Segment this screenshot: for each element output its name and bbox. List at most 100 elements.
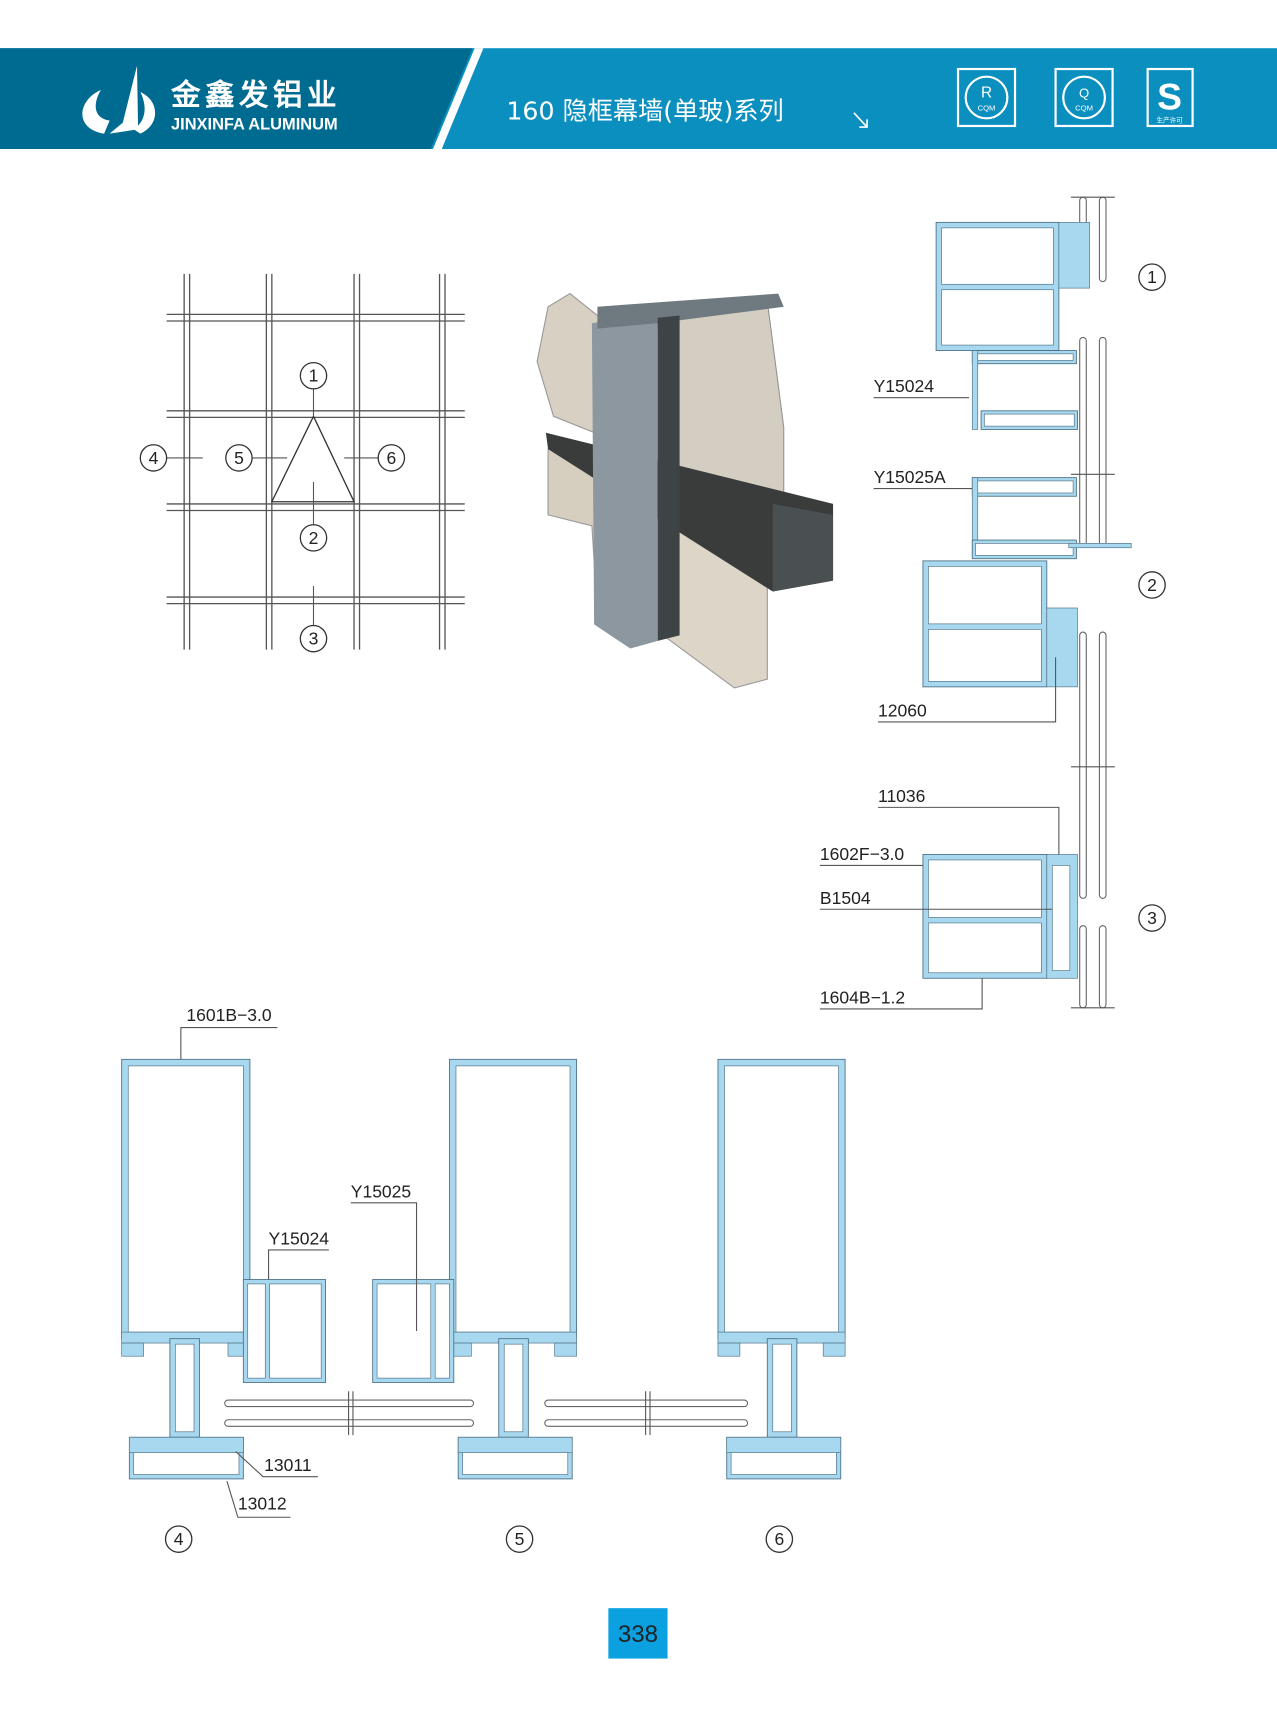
profile-y15025a <box>971 477 1077 497</box>
leader-line <box>819 978 983 1010</box>
badge-text: CQM <box>978 104 996 113</box>
page-number-badge: 338 <box>608 1608 668 1659</box>
badge-text: 生产许可 <box>1156 116 1183 125</box>
callout-marker: 5 <box>225 444 253 472</box>
marker-number: 4 <box>174 1529 184 1549</box>
marker-circle <box>299 524 328 552</box>
profile-code-label: B1504 <box>820 888 871 908</box>
marker-number: 3 <box>309 629 319 649</box>
leader-line <box>180 1027 278 1060</box>
profile-mullion-1601b <box>448 1058 578 1340</box>
mullion-profile <box>591 315 658 649</box>
profile-transom-1 <box>935 221 1060 351</box>
callout-marker: 4 <box>139 444 168 472</box>
badge-text: CQM <box>1075 104 1093 113</box>
mullion-stem <box>766 1338 798 1438</box>
profile-1602f <box>922 854 1048 979</box>
brand-logo-icon <box>82 65 156 134</box>
header-bg-left <box>0 48 473 149</box>
transom-end <box>772 503 834 592</box>
cert-badge-r-icon: R CQM <box>956 67 1017 128</box>
profile-y15025-bottom <box>372 1279 455 1383</box>
glass-pane <box>1079 631 1107 899</box>
arrow-down-right-icon <box>853 112 868 128</box>
profile-13011 <box>129 1436 244 1453</box>
marker-number: 5 <box>234 448 244 468</box>
callout-marker: 2 <box>299 524 328 552</box>
callout-marker: 3 <box>299 624 328 653</box>
pressure-clip <box>1046 607 1078 688</box>
header-banner: 金鑫发铝业 JINXINFA ALUMINUM 160 隐框幕墙(单玻)系列 R… <box>0 48 1277 149</box>
profile-mullion-1601b <box>717 1058 846 1340</box>
leader-line <box>350 1202 418 1332</box>
profile-code-label: 13011 <box>264 1455 311 1475</box>
series-title: 160 隐框幕墙(单玻)系列 <box>506 96 783 125</box>
mullion-side <box>657 315 680 641</box>
profile-code-label: 12060 <box>878 700 927 720</box>
profile-y15025a-base <box>971 539 1077 560</box>
marker-number: 2 <box>1147 575 1157 595</box>
callout-marker: 1 <box>1138 263 1166 291</box>
glass-pane <box>1079 925 1107 1009</box>
profile-code-label: 1604B−1.2 <box>820 987 905 1007</box>
marker-number: 3 <box>1147 908 1157 928</box>
glass-pane <box>1079 336 1107 547</box>
vertical-section-drawing: Y15024Y15025A12060110361602F−3.0B1504160… <box>819 196 1166 1010</box>
marker-number: 6 <box>386 448 396 468</box>
pressure-clip <box>1058 222 1090 289</box>
marker-number: 1 <box>1147 267 1157 287</box>
profile-y15024 <box>971 350 1077 365</box>
profile-12060 <box>922 560 1048 688</box>
page-number: 338 <box>618 1621 658 1648</box>
marker-circle <box>164 1525 193 1553</box>
badge-letter: Q <box>1079 86 1089 101</box>
badge-letter: R <box>981 85 992 102</box>
marker-circle <box>1138 571 1166 599</box>
marker-circle <box>377 444 406 472</box>
marker-circle <box>505 1525 534 1553</box>
profile-code-label: 13012 <box>238 1494 287 1514</box>
brand-name-en: JINXINFA ALUMINUM <box>171 115 338 133</box>
curtain-wall-3d-render <box>536 292 834 689</box>
leader-line <box>268 1249 329 1280</box>
callout-marker: 1 <box>299 361 328 390</box>
leader-line <box>235 1451 318 1478</box>
marker-circle <box>139 444 168 472</box>
cert-badge-qs-icon: S 生产许可 <box>1146 67 1194 128</box>
profile-code-label: Y15024 <box>874 376 935 396</box>
marker-circle <box>299 624 328 653</box>
marker-circle <box>1138 904 1166 932</box>
badge-letter: S <box>1157 76 1182 118</box>
profile-code-label: 1601B−3.0 <box>186 1005 272 1025</box>
elevation-grid-diagram: 1 2 3 4 5 6 <box>139 273 465 653</box>
header-divider <box>432 48 484 149</box>
brand-name-cn: 金鑫发铝业 <box>170 78 341 112</box>
marker-number: 2 <box>309 528 319 548</box>
marker-number: 1 <box>309 366 319 386</box>
cert-badge-q-icon: Q CQM <box>1054 67 1114 128</box>
marker-circle <box>765 1525 794 1553</box>
callout-marker: 6 <box>377 444 406 472</box>
profile-y15024-bottom <box>242 1279 326 1383</box>
marker-circle <box>225 444 253 472</box>
profile-code-label: 11036 <box>878 786 925 806</box>
leader-line <box>226 1480 291 1518</box>
flange <box>1068 543 1132 549</box>
profile-code-label: 1602F−3.0 <box>820 844 905 864</box>
profile-mullion-1601b <box>121 1058 251 1340</box>
profile-y15024-arm <box>980 410 1078 430</box>
leader-line <box>878 657 1057 723</box>
callout-marker: 3 <box>1138 904 1166 932</box>
profile-code-label: Y15025 <box>351 1181 411 1201</box>
mullion-stem <box>169 1338 200 1438</box>
mullion-stem <box>498 1338 529 1438</box>
marker-number: 4 <box>149 448 159 468</box>
profile-13011 <box>726 1436 842 1453</box>
marker-circle <box>299 361 328 390</box>
mullion-top <box>597 293 784 329</box>
marker-number: 5 <box>515 1529 525 1549</box>
callout-marker: 5 <box>505 1525 534 1553</box>
callout-marker: 4 <box>164 1525 193 1553</box>
